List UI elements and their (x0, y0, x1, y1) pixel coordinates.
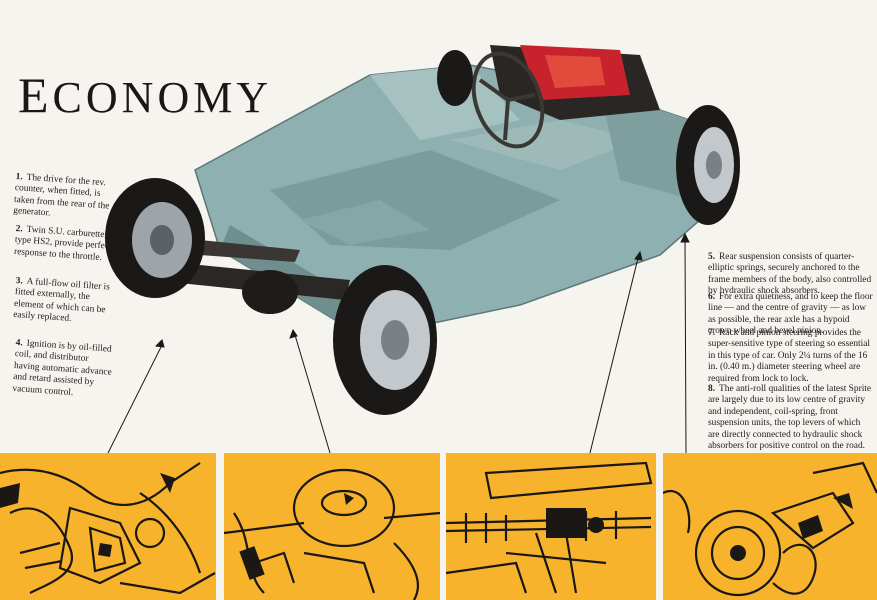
note-number: 6. (708, 292, 716, 302)
note-number: 5. (708, 252, 716, 262)
note-8: 8.The anti-roll qualities of the latest … (708, 384, 874, 452)
pointer-lines (107, 232, 690, 453)
steering-wheel (471, 51, 545, 149)
detail-panel-2 (224, 453, 440, 600)
front-axle (150, 240, 350, 314)
front-left-wheel (105, 178, 205, 298)
note-6: 6.For extra quietness, and to keep the f… (708, 292, 874, 338)
front-right-wheel (333, 265, 437, 415)
rear-right-wheel (676, 105, 740, 225)
distributor-sketch (0, 462, 216, 595)
note-7: 7.Rack and pinion steering provides the … (708, 328, 874, 385)
front-suspension-sketch (663, 461, 877, 597)
page-title: ECONOMY (18, 67, 273, 123)
detail-panel-1 (0, 453, 216, 600)
steering-rack-sketch (446, 461, 653, 594)
note-number: 8. (708, 384, 716, 394)
note-text: Rack and pinion steering provides the su… (708, 328, 871, 384)
note-text: Rear suspension consists of quarter-elli… (708, 252, 872, 297)
detail-panel-4 (663, 453, 877, 600)
engine (490, 45, 660, 120)
rear-left-wheel (437, 50, 473, 106)
note-text: For extra quietness, and to keep the flo… (708, 292, 873, 337)
note-text: The anti-roll qualities of the latest Sp… (708, 384, 872, 452)
rear-axle-sketch (224, 468, 440, 600)
note-5: 5.Rear suspension consists of quarter-el… (708, 252, 874, 298)
chassis-illustration (105, 45, 740, 453)
detail-panel-3 (446, 453, 656, 600)
note-number: 7. (708, 328, 716, 338)
